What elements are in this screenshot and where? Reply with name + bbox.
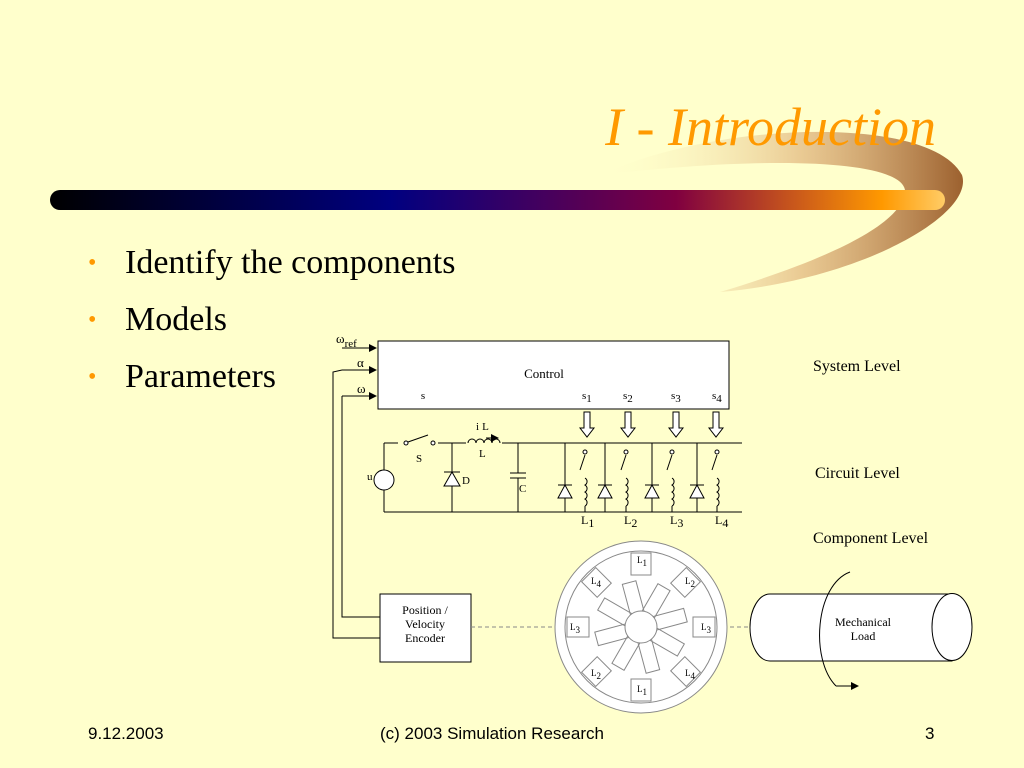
switch-s-label: S xyxy=(416,453,422,465)
bullet-text: Parameters xyxy=(125,358,277,395)
bullet-item: • Models xyxy=(88,297,455,354)
drive-diagram: Control s ωref α ω s1 s2 s3 s4 u xyxy=(332,331,973,714)
diode-d-label: D xyxy=(462,475,470,487)
source-u-label: u xyxy=(367,471,373,483)
footer-page-number: 3 xyxy=(925,724,935,743)
phase-leg-4 xyxy=(689,443,720,512)
footer-date: 9.12.2003 xyxy=(88,724,164,743)
s2-label: s2 xyxy=(623,390,633,405)
encoder-line-3: Encoder xyxy=(405,631,445,645)
source-u-icon xyxy=(373,469,395,491)
bullet-icon: • xyxy=(88,250,97,276)
pole-label-right: L3 xyxy=(701,622,712,635)
circuit-level-label: Circuit Level xyxy=(815,465,900,482)
signal-arrows xyxy=(578,411,725,438)
footer-copyright: (c) 2003 Simulation Research xyxy=(380,724,604,743)
pole-label-upper-right: L2 xyxy=(685,576,695,589)
encoder-block xyxy=(379,593,472,663)
s1-label: s1 xyxy=(582,390,592,405)
omega-ref-label: ωref xyxy=(336,331,357,350)
s3-label: s3 xyxy=(671,390,681,405)
pole-label-top: L1 xyxy=(637,555,647,568)
motor-cross-section: L1 L2 L3 L4 L1 L2 L3 L4 xyxy=(554,540,728,714)
encoder-line-2: Velocity xyxy=(405,617,445,631)
load-line-1: Mechanical xyxy=(835,615,892,629)
capacitor-icon xyxy=(510,443,526,512)
inductor-l-label: L xyxy=(479,448,486,460)
phase-leg-3 xyxy=(644,443,675,512)
pole-label-lower-left: L2 xyxy=(591,668,601,681)
pole-label-bottom: L1 xyxy=(637,684,647,697)
pole-label-left: L3 xyxy=(570,622,581,635)
bullet-icon: • xyxy=(88,364,97,390)
coil-l2-label: L2 xyxy=(624,513,637,530)
slide-title: I - Introduction xyxy=(605,97,936,157)
bullet-list: • Identify the components • Models • Parame… xyxy=(88,240,455,411)
bullet-item: • Parameters xyxy=(88,354,455,411)
bullet-icon: • xyxy=(88,307,97,333)
pole-label-upper-left: L4 xyxy=(591,576,602,589)
load-line-2: Load xyxy=(851,629,876,643)
diode-d-icon xyxy=(443,470,461,487)
control-label: Control xyxy=(524,366,564,381)
phase-leg-2 xyxy=(597,443,629,512)
control-block xyxy=(377,340,730,410)
omega-label: ω xyxy=(357,381,366,396)
pole-label-lower-right: L4 xyxy=(685,668,696,681)
s4-label: s4 xyxy=(712,390,722,405)
system-level-label: System Level xyxy=(813,358,901,375)
mechanical-load: Mechanical Load xyxy=(749,571,973,690)
alpha-label: α xyxy=(357,355,364,370)
coil-l4-label: L4 xyxy=(715,513,728,530)
title-decoration xyxy=(50,131,964,292)
component-level-label: Component Level xyxy=(813,530,929,547)
capacitor-label: C xyxy=(519,483,526,495)
control-s-label: s xyxy=(421,390,425,402)
phase-leg-1 xyxy=(557,443,588,512)
title-bar xyxy=(50,190,945,210)
bullet-text: Models xyxy=(125,301,227,338)
switch-s-icon xyxy=(398,434,438,450)
coil-l1-label: L1 xyxy=(581,513,594,530)
coil-l3-label: L3 xyxy=(670,513,683,530)
bullet-item: • Identify the components xyxy=(88,240,455,297)
bullet-text: Identify the components xyxy=(125,244,456,281)
inductor-icon xyxy=(466,434,502,444)
encoder-line-1: Position / xyxy=(402,603,448,617)
